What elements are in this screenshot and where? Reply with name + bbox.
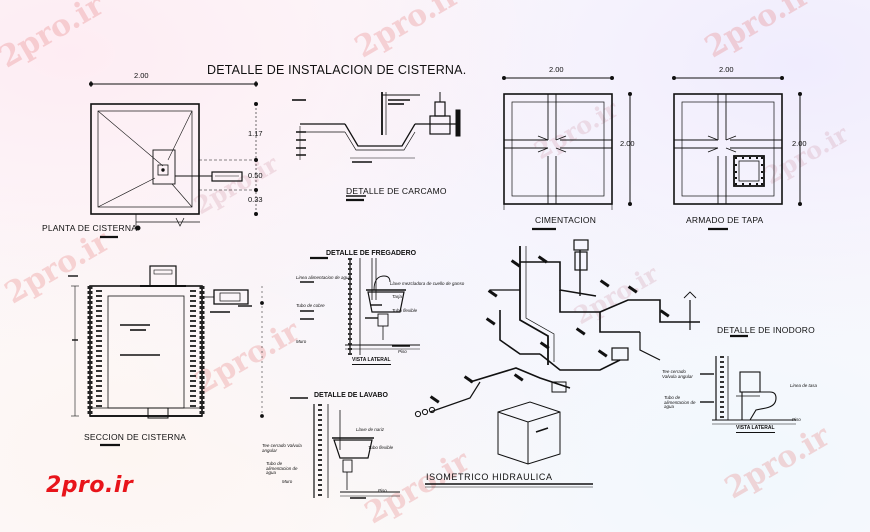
note-lavabo: Muro [282,479,293,484]
note-lavabo: Tee cerrado Valvula angular [262,443,302,453]
caption-vista-lateral: VISTA LATERAL [352,357,391,365]
cimentacion-drawing [502,76,632,210]
note-inodoro: Tubo de alimentacion de agua [664,395,696,410]
note-inodoro: Piso [792,417,801,422]
caption-underline-bars [100,198,748,447]
dim-label: 0.50 [248,171,263,180]
note-lavabo: Tubo de alimentacion de agua [266,461,298,476]
note-inodoro: Linea de tasa [790,383,818,388]
note-fregadero: Piso [398,349,407,354]
caption-lavabo: DETALLE DE LAVABO [314,392,388,399]
note-inodoro: Tee cerrado Valvula angular [662,369,693,379]
note-lavabo: Tubo flexible [368,445,394,450]
caption-carcamo: DETALLE DE CARCAMO [346,186,447,196]
note-fregadero: Tubo de cobre [296,303,325,308]
dim-label: 2.00 [134,71,149,80]
seccion-cisterna-drawing [68,265,264,419]
caption-armado-tapa: ARMADO DE TAPA [686,215,764,225]
caption-isometrico: ISOMETRICO HIDRAULICA [426,472,553,482]
caption-fregadero: DETALLE DE FREGADERO [326,250,417,257]
isometrico-drawing [414,239,700,465]
note-fregadero: Muro [296,339,307,344]
caption-seccion: SECCION DE CISTERNA [84,432,187,442]
dim-label: 2.00 [549,65,564,74]
carcamo-drawing [292,92,461,197]
isometrico-title-line [425,483,593,488]
planta-cisterna-drawing [89,81,258,231]
note-fregadero: Linea alimentacion de agua [296,275,352,280]
inodoro-drawing [700,356,796,425]
note-lavabo: Piso [378,488,387,493]
lavabo-drawing [290,397,400,499]
caption-planta: PLANTA DE CISTERNA [42,223,138,233]
dim-label: 2.00 [620,139,635,148]
fregadero-drawing [300,258,420,355]
note-fregadero: Tubo flexible [392,308,418,313]
caption-vista-lateral: VISTA LATERAL [736,425,775,433]
note-fregadero: Llave mezcladora de cuello de ganso [390,281,465,286]
dim-label: 0.33 [248,195,263,204]
caption-inodoro: DETALLE DE INODORO [717,325,815,335]
dim-label: 2.00 [792,139,807,148]
dim-label: 2.00 [719,65,734,74]
site-logo: 2pro.ir [46,473,134,498]
dim-label: 1.17 [248,129,263,138]
note-fregadero: Tarja [392,294,402,299]
note-lavabo: Llave de nariz [356,427,385,432]
caption-cimentacion: CIMENTACION [535,215,597,225]
armado-tapa-drawing [672,76,802,206]
page-title: DETALLE DE INSTALACION DE CISTERNA. [207,63,467,77]
